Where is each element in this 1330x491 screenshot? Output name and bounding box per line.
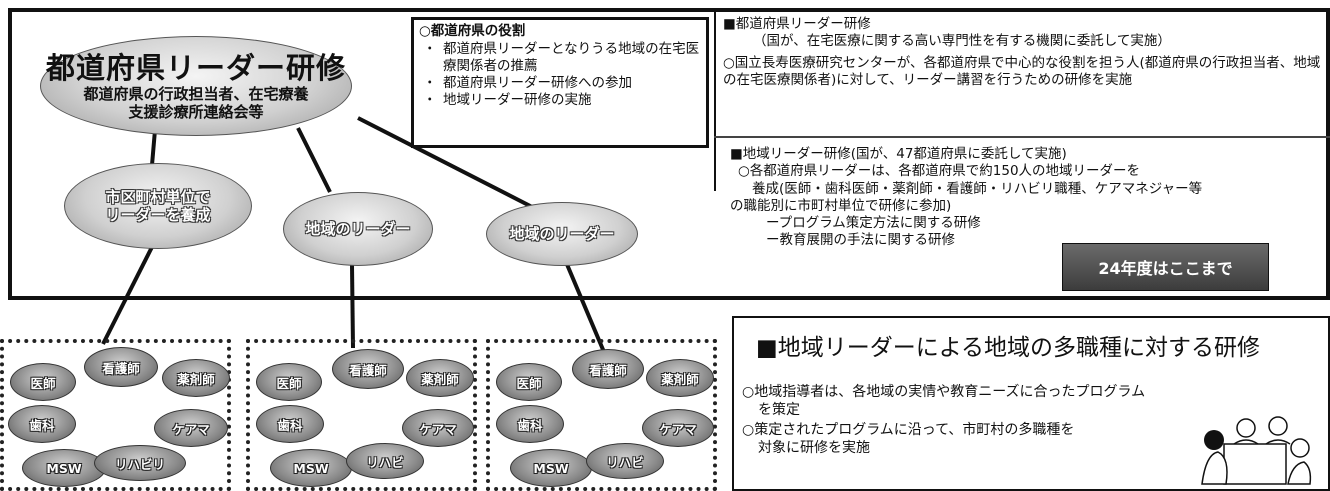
profession-oval: 薬剤師: [162, 359, 230, 397]
local-leader-oval-1: 地域のリーダー: [283, 192, 433, 266]
connector-pref-local1: [296, 127, 332, 193]
prefecture-role-title: ○都道府県の役割: [419, 23, 526, 39]
top-rule: [720, 8, 1330, 11]
fy24-banner: 24年度はここまで: [1062, 243, 1269, 291]
profession-oval: ケアマ: [402, 409, 474, 447]
multi-training-line-2: を策定: [758, 402, 800, 418]
local-leader-label-1: 地域のリーダー: [305, 220, 411, 238]
local-leader-oval-2: 地域のリーダー: [486, 202, 638, 266]
connector-pref-local2: [357, 116, 539, 212]
profession-oval: 薬剤師: [646, 359, 714, 397]
municipal-leader-oval: 市区町村単位で リーダーを養成: [64, 163, 252, 249]
pref-leader-note: （国が、在宅医療に関する高い専門性を有する機関に委託して実施）: [753, 33, 1171, 50]
prefecture-role-list: 都道府県リーダーとなりうる地域の在宅医療関係者の推薦 都道府県リーダー研修への参…: [419, 41, 701, 109]
upper-frame: [8, 8, 1330, 300]
profession-oval: 医師: [10, 363, 76, 401]
profession-oval: ケアマ: [154, 409, 228, 447]
municipal-leader-line-1: 市区町村単位で: [105, 188, 211, 206]
profession-oval: リハビ: [346, 443, 424, 479]
horizontal-divider: [714, 136, 1330, 138]
profession-group-2: 医師 看護師 薬剤師 歯科 ケアマ MSW リハビ: [246, 339, 477, 491]
profession-oval: MSW: [270, 449, 352, 487]
prefectural-training-oval: 都道府県リーダー研修 都道府県の行政担当者、在宅療養 支援診療所連絡会等: [40, 36, 352, 136]
profession-oval: 看護師: [84, 347, 158, 387]
profession-oval: リハビ: [586, 443, 664, 479]
multi-training-line-1: ○地域指導者は、各地域の実情や教育ニーズに合ったプログラム: [742, 384, 1146, 400]
local-leader-label-2: 地域のリーダー: [509, 225, 615, 243]
prefectural-training-subtitle-2: 支援診療所連絡会等: [128, 103, 264, 122]
profession-oval: 歯科: [496, 405, 564, 443]
local-leader-line-1: ○各都道府県リーダーは、各都道府県で約150人の地域リーダーを: [738, 163, 1141, 180]
vertical-divider: [714, 11, 716, 191]
profession-oval: 医師: [496, 363, 562, 401]
local-leader-sub-1: ープログラム策定方法に関する研修: [766, 215, 981, 232]
profession-oval: 歯科: [256, 405, 324, 443]
prefectural-training-subtitle-1: 都道府県の行政担当者、在宅療養: [83, 85, 309, 104]
municipal-leader-line-2: リーダーを養成: [105, 206, 211, 224]
local-leader-line-3: の職能別に市町村単位で研修に参加): [730, 197, 952, 214]
pref-leader-section: ■都道府県リーダー研修 （国が、在宅医療に関する高い専門性を有する機関に委託して…: [723, 16, 1323, 89]
prefecture-role-item: 都道府県リーダー研修への参加: [419, 75, 701, 92]
multi-profession-training-box: ■地域リーダーによる地域の多職種に対する研修 ○地域指導者は、各地域の実情や教育…: [732, 316, 1330, 491]
profession-oval: リハビリ: [94, 445, 186, 481]
local-leader-section: ■地域リーダー研修(国が、47都道府県に委託して実施) ○各都道府県リーダーは、…: [730, 146, 1328, 250]
prefecture-role-item: 地域リーダー研修の実施: [419, 92, 701, 109]
local-leader-sub-2: ー教育展開の手法に関する研修: [766, 232, 955, 249]
connector-municipal-group1: [101, 244, 155, 345]
profession-oval: 看護師: [332, 349, 404, 389]
group-discussion-illustration: [1201, 416, 1312, 485]
profession-oval: 歯科: [8, 405, 76, 443]
profession-oval: 薬剤師: [406, 359, 474, 397]
pref-leader-heading: ■都道府県リーダー研修: [723, 16, 871, 32]
profession-oval: 医師: [256, 363, 322, 401]
multi-training-line-4: 対象に研修を実施: [758, 440, 870, 456]
profession-oval: ケアマ: [642, 409, 714, 447]
connector-local1-group2: [350, 264, 355, 349]
local-leader-heading: ■地域リーダー研修(国が、47都道府県に委託して実施): [730, 146, 1067, 162]
profession-group-1: 医師 看護師 薬剤師 歯科 ケアマ MSW リハビリ: [0, 339, 231, 491]
connector-local2-group3: [564, 261, 606, 353]
multi-training-line-3: ○策定されたプログラムに沿って、市町村の多職種を: [742, 422, 1075, 438]
profession-oval: MSW: [22, 449, 106, 487]
pref-leader-body: ○国立長寿医療研究センターが、各都道府県で中心的な役割を担う人(都道府県の行政担…: [723, 54, 1321, 88]
multi-training-title: ■地域リーダーによる地域の多職種に対する研修: [756, 335, 1261, 361]
prefecture-role-box: ○都道府県の役割 都道府県リーダーとなりうる地域の在宅医療関係者の推薦 都道府県…: [411, 17, 709, 148]
prefecture-role-item: 都道府県リーダーとなりうる地域の在宅医療関係者の推薦: [419, 41, 701, 75]
profession-group-3: 医師 看護師 薬剤師 歯科 ケアマ MSW リハビ: [486, 339, 717, 491]
profession-oval: MSW: [510, 449, 592, 487]
connector-pref-municipal: [150, 129, 157, 166]
profession-oval: 看護師: [572, 349, 644, 389]
local-leader-line-2: 養成(医師・歯科医師・薬剤師・看護師・リハビリ職種、ケアマネジャー等: [752, 180, 1203, 197]
prefectural-training-title: 都道府県リーダー研修: [45, 50, 346, 85]
